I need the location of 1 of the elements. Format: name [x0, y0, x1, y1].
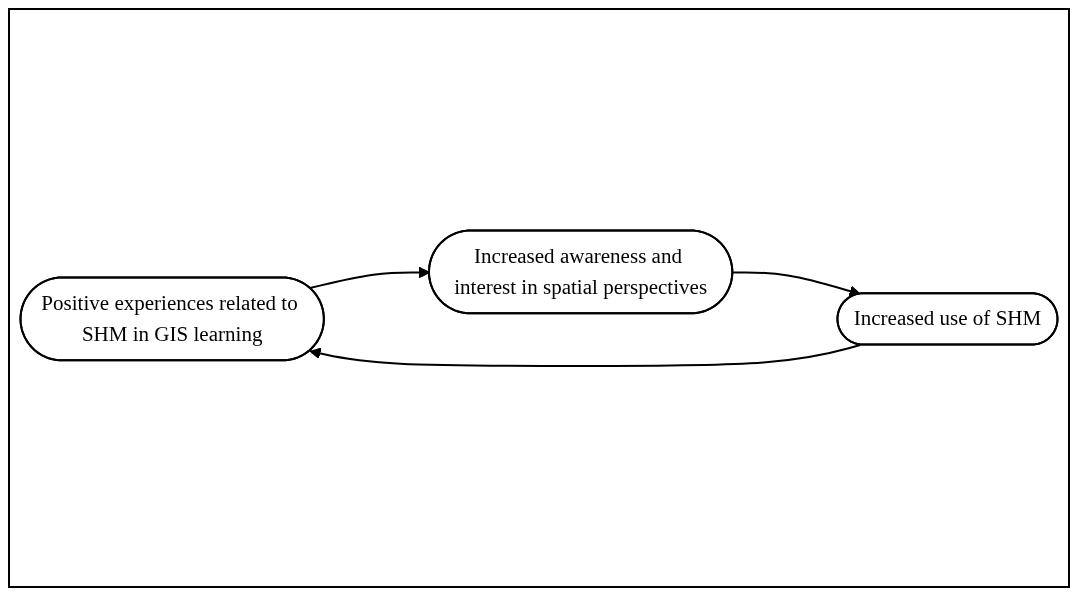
- arrow: [309, 343, 862, 367]
